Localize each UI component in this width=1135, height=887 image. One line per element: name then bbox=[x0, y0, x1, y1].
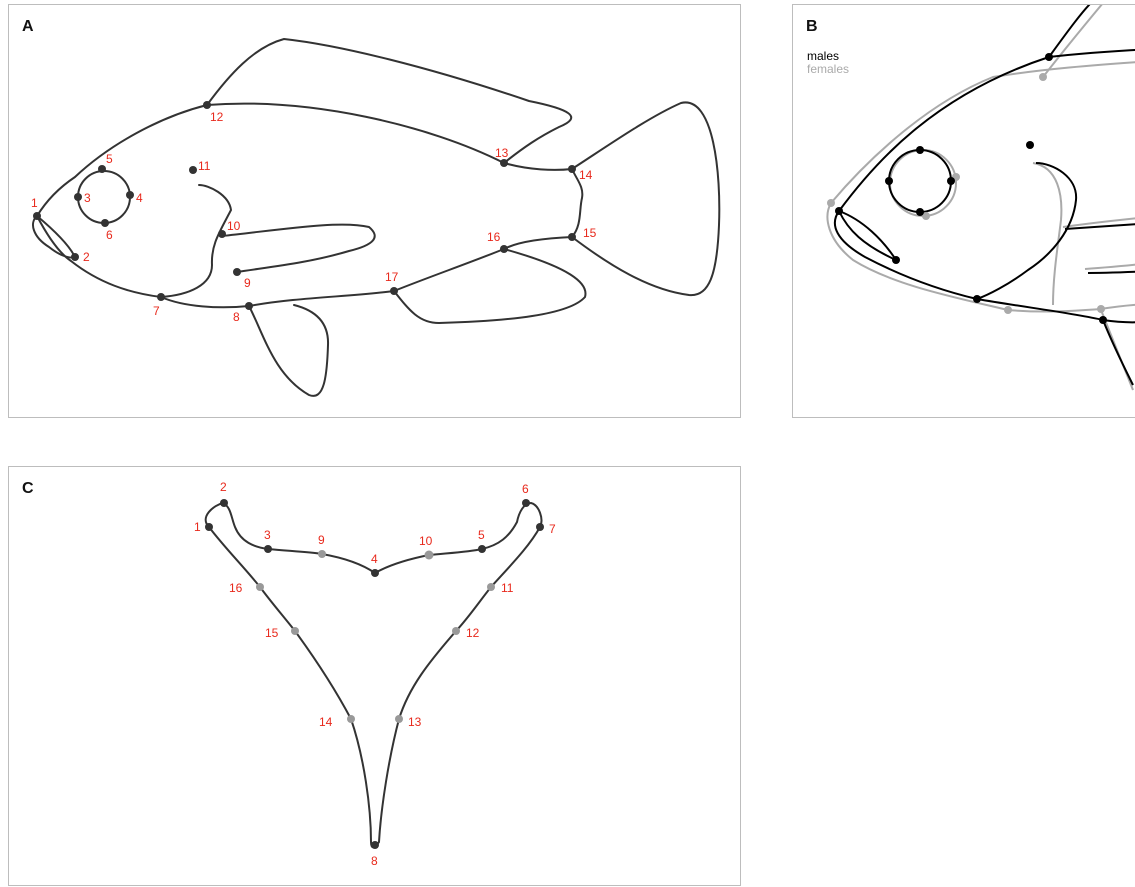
fish-outline-diagram: 1 2 3 4 5 6 7 8 9 10 11 12 13 14 15 16 1… bbox=[9, 5, 742, 419]
landmark-c-11 bbox=[487, 583, 495, 591]
landmark-c-14 bbox=[347, 715, 355, 723]
label-c-12: 12 bbox=[466, 626, 480, 640]
label-c-16: 16 bbox=[229, 581, 243, 595]
landmark-a-9 bbox=[233, 268, 241, 276]
label-c-8: 8 bbox=[371, 854, 378, 868]
female-outline bbox=[827, 5, 1135, 390]
landmark-a-11 bbox=[189, 166, 197, 174]
panel-b-sex-comparison: B males females bbox=[792, 4, 1135, 418]
label-a-17: 17 bbox=[385, 270, 399, 284]
label-c-4: 4 bbox=[371, 552, 378, 566]
landmark-c-4 bbox=[371, 569, 379, 577]
male-outline bbox=[835, 5, 1135, 385]
pectoral-fin-outline bbox=[222, 225, 375, 272]
anal-fin-outline bbox=[394, 249, 585, 323]
male-landmarks bbox=[835, 53, 1107, 324]
landmark-c-1 bbox=[205, 523, 213, 531]
landmark-c-10 bbox=[425, 551, 434, 560]
panel-c-v-shape-landmarks: C 1 2 3 4 5 6 bbox=[8, 466, 741, 886]
landmark-c-2 bbox=[220, 499, 228, 507]
label-a-14: 14 bbox=[579, 168, 593, 182]
landmark-a-5 bbox=[98, 165, 106, 173]
label-c-6: 6 bbox=[522, 482, 529, 496]
female-landmarks bbox=[827, 73, 1105, 314]
landmark-a-3 bbox=[74, 193, 82, 201]
landmark-a-15 bbox=[568, 233, 576, 241]
landmark-c-5 bbox=[478, 545, 486, 553]
landmark-a-12 bbox=[203, 101, 211, 109]
landmark-c-8 bbox=[371, 841, 379, 849]
landmark-a-1 bbox=[33, 212, 41, 220]
landmark-c-6 bbox=[522, 499, 530, 507]
panel-a-fish-landmarks: A bbox=[8, 4, 741, 418]
landmark-a-17 bbox=[390, 287, 398, 295]
fish-body-outline bbox=[37, 104, 582, 308]
sex-overlay-diagram bbox=[793, 5, 1135, 419]
label-a-11: 11 bbox=[198, 159, 211, 173]
landmark-c-3 bbox=[264, 545, 272, 553]
landmark-c-16 bbox=[256, 583, 264, 591]
landmark-a-14 bbox=[568, 165, 576, 173]
landmark-a-6 bbox=[101, 219, 109, 227]
label-a-13: 13 bbox=[495, 146, 509, 160]
pelvic-fin-outline bbox=[249, 305, 328, 396]
label-c-2: 2 bbox=[220, 480, 227, 494]
landmark-c-15 bbox=[291, 627, 299, 635]
landmark-c-13 bbox=[395, 715, 403, 723]
caudal-fin-outline bbox=[572, 102, 719, 295]
landmark-c-12 bbox=[452, 627, 460, 635]
label-c-7: 7 bbox=[549, 522, 556, 536]
label-a-12: 12 bbox=[210, 110, 224, 124]
label-a-5: 5 bbox=[106, 152, 113, 166]
label-a-15: 15 bbox=[583, 226, 597, 240]
label-c-5: 5 bbox=[478, 528, 485, 542]
landmark-a-10 bbox=[218, 230, 226, 238]
landmark-a-8 bbox=[245, 302, 253, 310]
landmark-c-7 bbox=[536, 523, 544, 531]
label-a-2: 2 bbox=[83, 250, 90, 264]
label-a-3: 3 bbox=[84, 191, 91, 205]
landmark-a-13 bbox=[500, 159, 508, 167]
label-a-9: 9 bbox=[244, 276, 251, 290]
landmark-c-9 bbox=[318, 550, 326, 558]
label-c-13: 13 bbox=[408, 715, 422, 729]
landmark-a-16 bbox=[500, 245, 508, 253]
label-c-11: 11 bbox=[501, 581, 514, 595]
v-shape-diagram: 1 2 3 4 5 6 7 8 9 10 11 12 13 14 15 16 bbox=[9, 467, 742, 887]
label-c-1: 1 bbox=[194, 520, 201, 534]
label-c-15: 15 bbox=[265, 626, 279, 640]
label-c-10: 10 bbox=[419, 534, 433, 548]
label-a-6: 6 bbox=[106, 228, 113, 242]
landmark-a-4 bbox=[126, 191, 134, 199]
dorsal-fin-outline bbox=[207, 39, 571, 163]
label-a-7: 7 bbox=[153, 304, 160, 318]
label-c-3: 3 bbox=[264, 528, 271, 542]
label-a-10: 10 bbox=[227, 219, 241, 233]
label-c-14: 14 bbox=[319, 715, 333, 729]
label-a-16: 16 bbox=[487, 230, 501, 244]
label-c-9: 9 bbox=[318, 533, 325, 547]
landmark-a-7 bbox=[157, 293, 165, 301]
landmark-a-2 bbox=[71, 253, 79, 261]
label-a-4: 4 bbox=[136, 191, 143, 205]
label-a-8: 8 bbox=[233, 310, 240, 324]
label-a-1: 1 bbox=[31, 196, 38, 210]
operculum-outline bbox=[161, 185, 231, 297]
